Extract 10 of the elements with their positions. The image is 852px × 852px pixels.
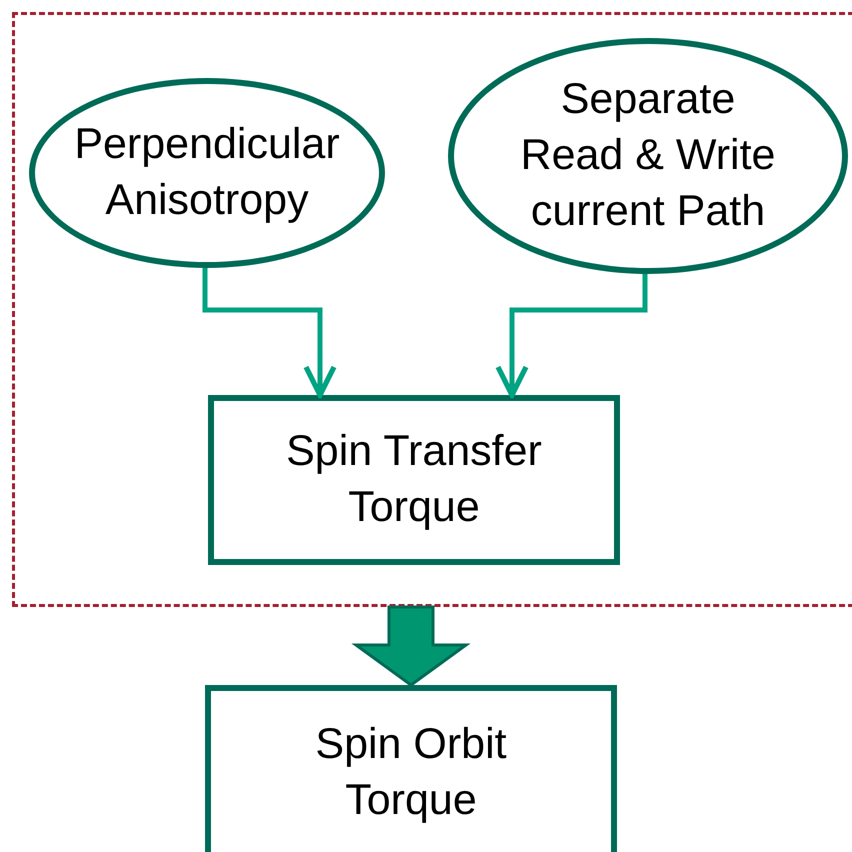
- node-label: Perpendicular Anisotropy: [73, 119, 341, 226]
- process-box: [205, 685, 617, 852]
- node-label: Spin Orbit Torque: [314, 718, 508, 826]
- block-arrow: [351, 606, 471, 687]
- process-box: [208, 395, 620, 565]
- node-label: Separate Read & Write current Path: [520, 74, 776, 237]
- node-label: Spin Transfer Torque: [285, 426, 543, 533]
- arrow: [202, 268, 337, 398]
- dashed-group-frame: [12, 12, 852, 607]
- arrow: [495, 274, 648, 398]
